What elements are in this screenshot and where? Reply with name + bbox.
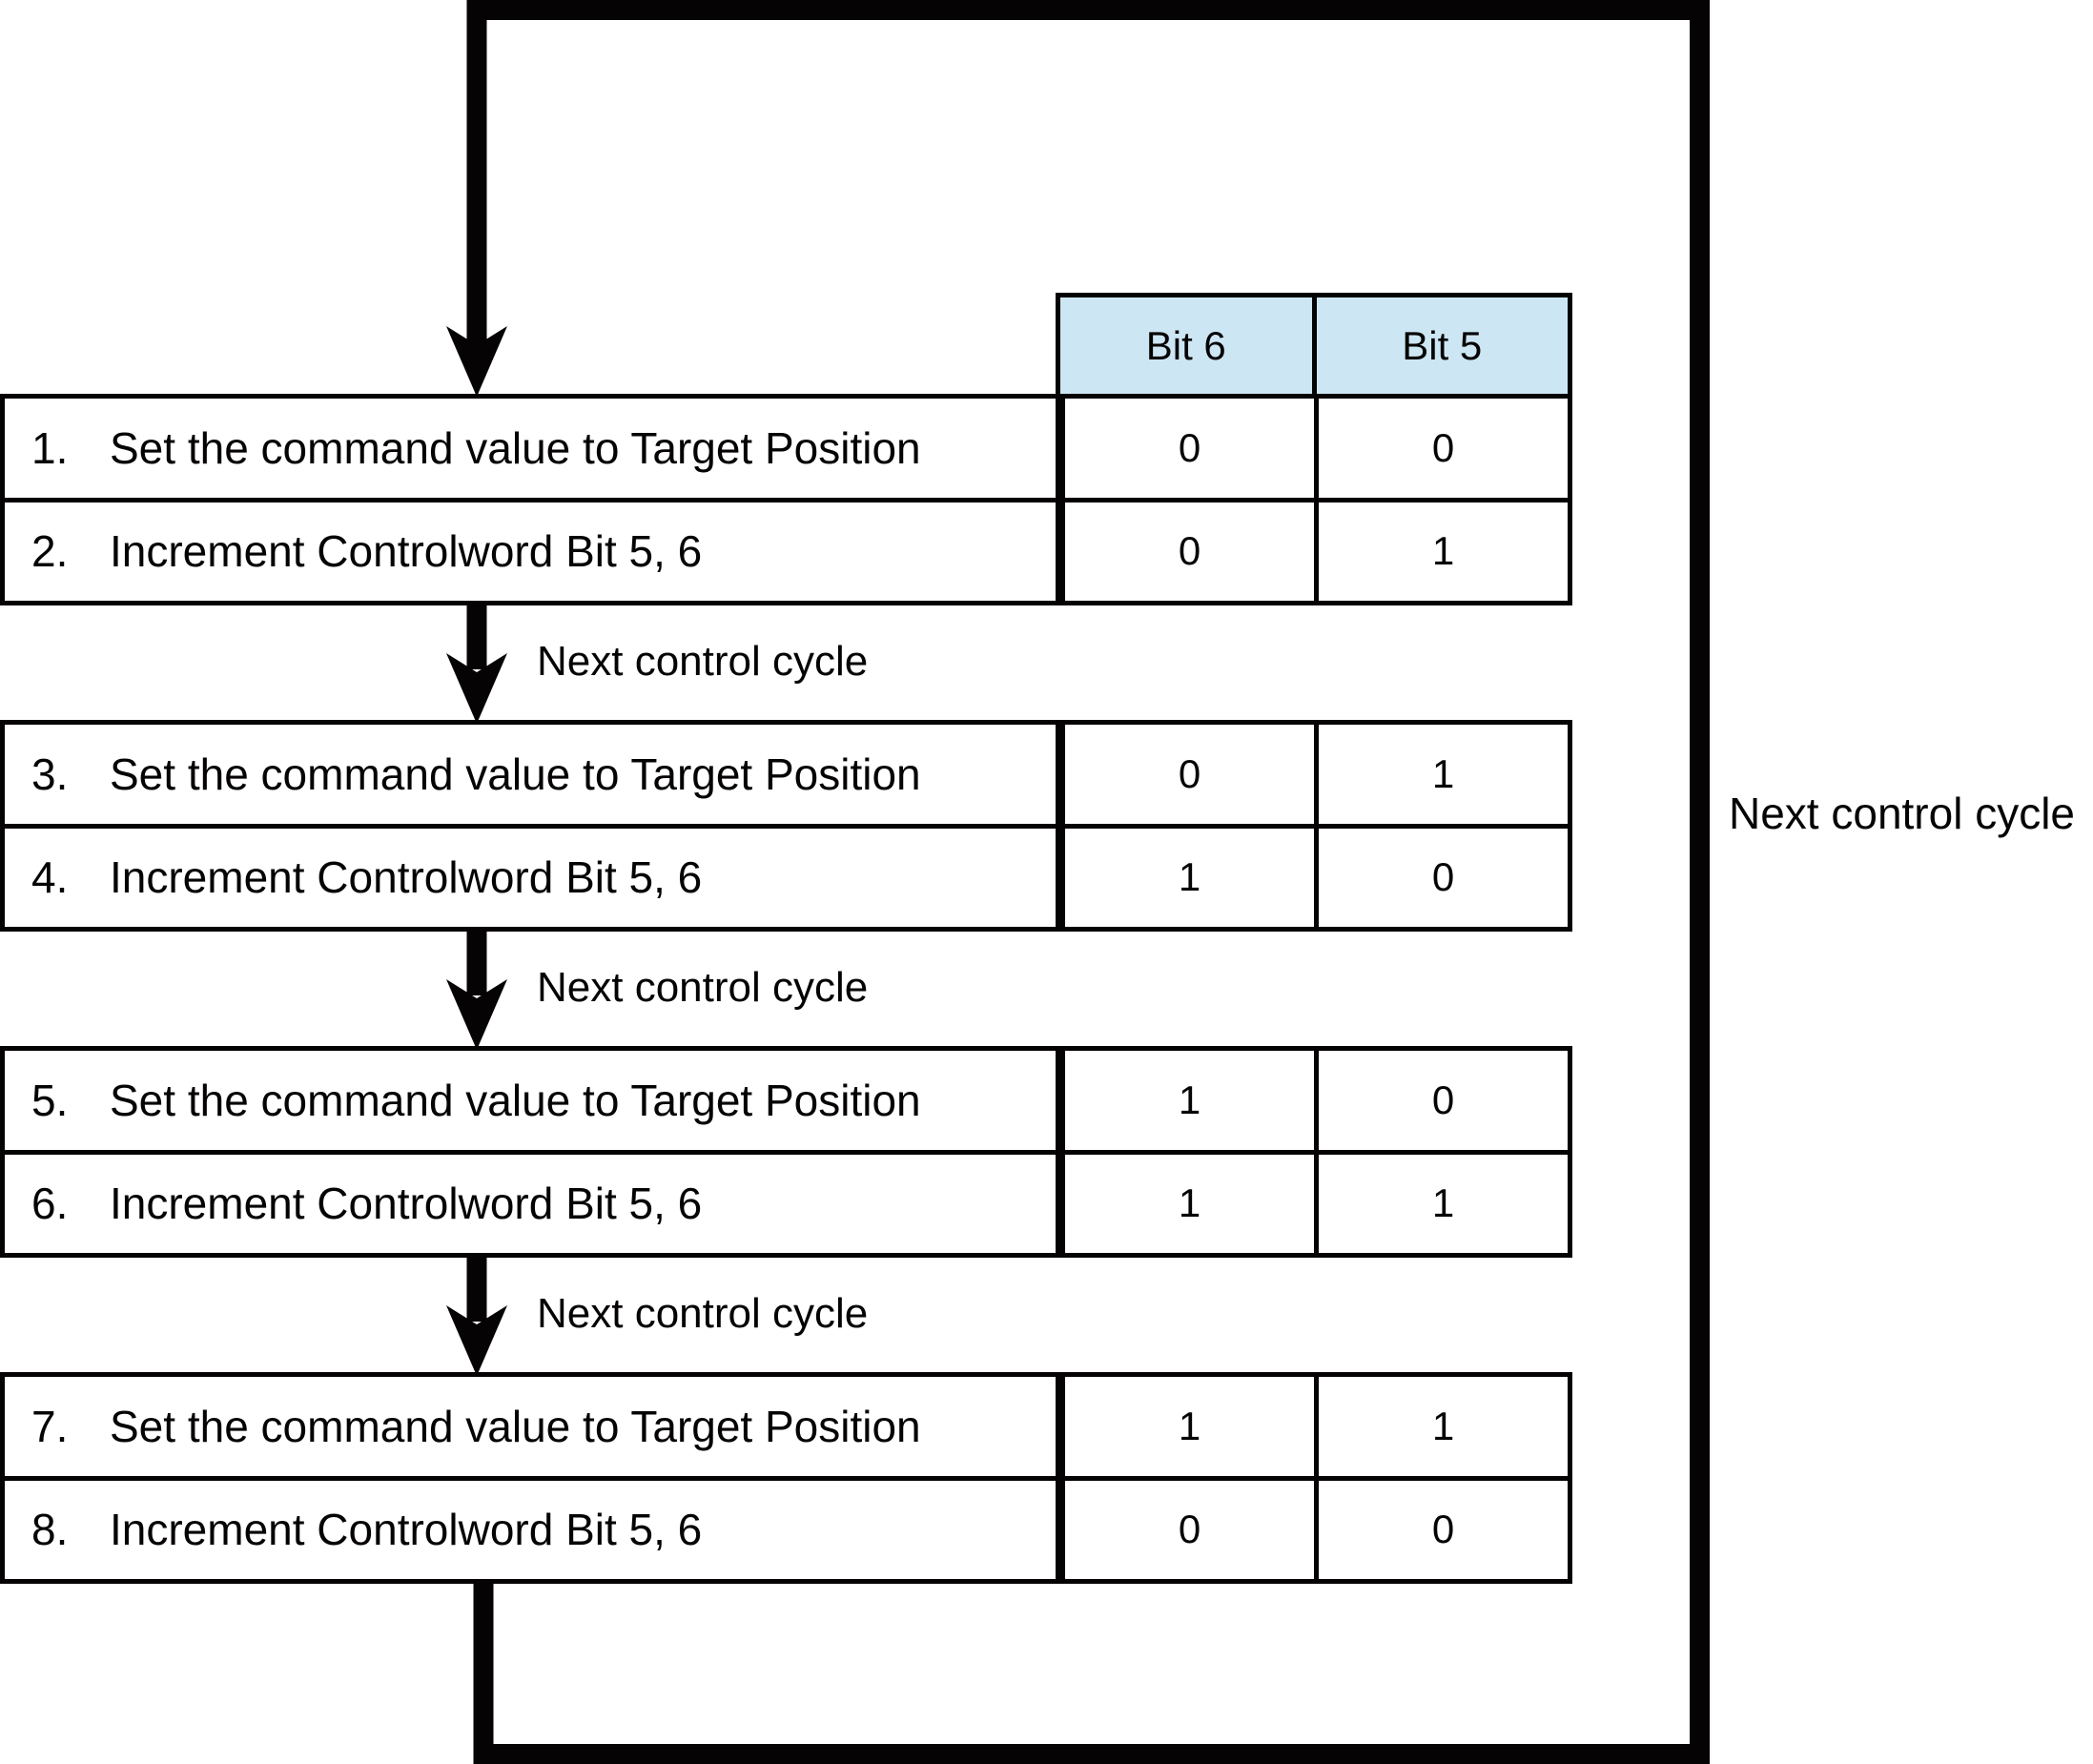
table-row: 2. Increment Controlword Bit 5, 6 0 1 bbox=[5, 497, 1568, 601]
next-control-cycle-loop-label: Next control cycle bbox=[1729, 789, 2076, 838]
bit6-value: 1 bbox=[1060, 828, 1314, 927]
table-row: 3. Set the command value to Target Posit… bbox=[5, 725, 1568, 824]
step-text: Increment Controlword Bit 5, 6 bbox=[110, 852, 703, 903]
arrowhead-2-icon bbox=[446, 979, 507, 1050]
step-description: 2. Increment Controlword Bit 5, 6 bbox=[5, 502, 1060, 601]
bit6-value: 1 bbox=[1060, 1377, 1314, 1476]
step-text: Set the command value to Target Position bbox=[110, 422, 921, 473]
bit5-value: 0 bbox=[1314, 1051, 1568, 1150]
table-row: 8. Increment Controlword Bit 5, 6 0 0 bbox=[5, 1475, 1568, 1579]
next-control-cycle-label-3: Next control cycle bbox=[537, 1290, 869, 1337]
bit5-value: 1 bbox=[1314, 725, 1568, 824]
step-number: 7. bbox=[31, 1401, 69, 1451]
step-description: 6. Increment Controlword Bit 5, 6 bbox=[5, 1154, 1060, 1253]
bit6-header-cell: Bit 6 bbox=[1145, 322, 1226, 368]
bit5-value: 1 bbox=[1314, 502, 1568, 601]
step-number: 2. bbox=[31, 526, 69, 577]
bit6-value: 1 bbox=[1060, 1154, 1314, 1253]
bit6-value: 0 bbox=[1060, 399, 1314, 498]
bit-header: Bit 6 Bit 5 bbox=[1056, 293, 1572, 399]
step-description: 8. Increment Controlword Bit 5, 6 bbox=[5, 1480, 1060, 1579]
step-text: Set the command value to Target Position bbox=[110, 1075, 921, 1125]
bit6-value: 1 bbox=[1060, 1051, 1314, 1150]
next-control-cycle-label-2: Next control cycle bbox=[537, 964, 869, 1011]
step-number: 6. bbox=[31, 1179, 69, 1229]
bit5-value: 1 bbox=[1314, 1154, 1568, 1253]
loop-arrowhead-icon bbox=[446, 326, 507, 397]
step-text: Set the command value to Target Position bbox=[110, 1401, 921, 1451]
step-number: 5. bbox=[31, 1075, 69, 1125]
step-text: Set the command value to Target Position bbox=[110, 749, 921, 799]
bit5-value: 0 bbox=[1314, 828, 1568, 927]
step-number: 4. bbox=[31, 852, 69, 903]
table-row: 7. Set the command value to Target Posit… bbox=[5, 1377, 1568, 1476]
step-number: 1. bbox=[31, 422, 69, 473]
bit5-header-cell: Bit 5 bbox=[1311, 297, 1569, 394]
step-description: 5. Set the command value to Target Posit… bbox=[5, 1051, 1060, 1150]
bit5-value: 0 bbox=[1314, 1480, 1568, 1579]
table-row: 6. Increment Controlword Bit 5, 6 1 1 bbox=[5, 1149, 1568, 1253]
table-row: 4. Increment Controlword Bit 5, 6 1 0 bbox=[5, 823, 1568, 927]
arrowhead-3-icon bbox=[446, 1305, 507, 1376]
arrowhead-1-icon bbox=[446, 653, 507, 724]
bit5-value: 0 bbox=[1314, 399, 1568, 498]
table-row: 5. Set the command value to Target Posit… bbox=[5, 1051, 1568, 1150]
step-text: Increment Controlword Bit 5, 6 bbox=[110, 526, 703, 577]
next-control-cycle-label-1: Next control cycle bbox=[537, 638, 869, 685]
feedback-loop-line bbox=[466, 0, 1710, 1764]
bit6-value: 0 bbox=[1060, 1480, 1314, 1579]
step-table-4: 7. Set the command value to Target Posit… bbox=[0, 1372, 1572, 1584]
step-number: 3. bbox=[31, 749, 69, 799]
step-table-1: 1. Set the command value to Target Posit… bbox=[0, 394, 1572, 605]
step-number: 8. bbox=[31, 1505, 69, 1555]
step-table-2: 3. Set the command value to Target Posit… bbox=[0, 720, 1572, 932]
step-table-3: 5. Set the command value to Target Posit… bbox=[0, 1046, 1572, 1258]
step-description: 4. Increment Controlword Bit 5, 6 bbox=[5, 828, 1060, 927]
bit5-value: 1 bbox=[1314, 1377, 1568, 1476]
bit6-value: 0 bbox=[1060, 502, 1314, 601]
step-text: Increment Controlword Bit 5, 6 bbox=[110, 1179, 703, 1229]
bit6-value: 0 bbox=[1060, 725, 1314, 824]
step-description: 3. Set the command value to Target Posit… bbox=[5, 725, 1060, 824]
table-row: 1. Set the command value to Target Posit… bbox=[5, 399, 1568, 498]
step-description: 1. Set the command value to Target Posit… bbox=[5, 399, 1060, 498]
step-text: Increment Controlword Bit 5, 6 bbox=[110, 1505, 703, 1555]
step-description: 7. Set the command value to Target Posit… bbox=[5, 1377, 1060, 1476]
